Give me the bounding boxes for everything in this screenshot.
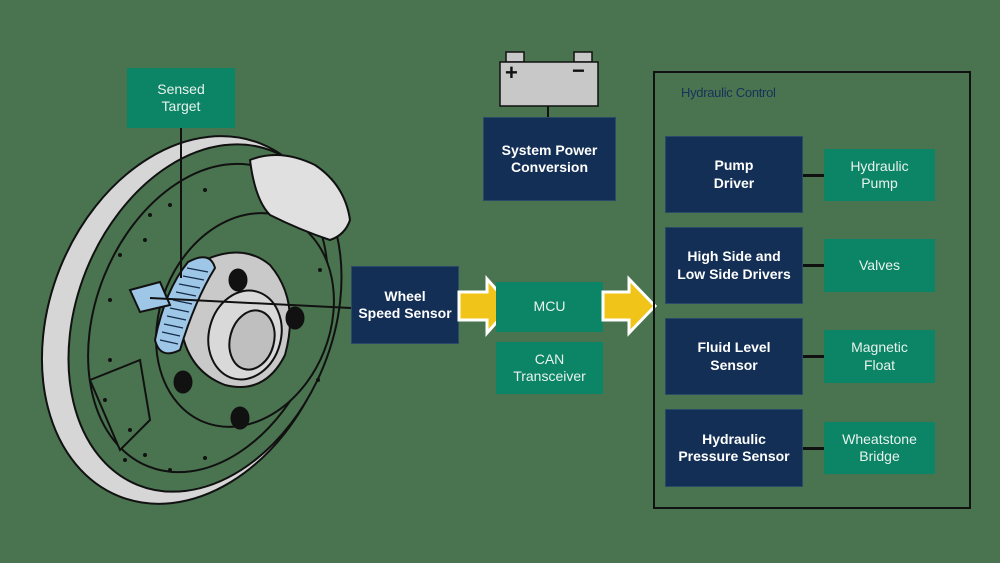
wheel-stud: [230, 406, 250, 430]
wheel-stud: [173, 370, 193, 394]
hydraulic-pressure-sensor-text: Hydraulic Pressure Sensor: [678, 430, 790, 465]
hydraulic-pump-block: Hydraulic Pump: [824, 149, 935, 201]
wheatstone-bridge-text: Wheatstone Bridge: [842, 430, 917, 465]
connector-line: [803, 447, 824, 450]
wheel-speed-sensor-text: Wheel Speed Sensor: [358, 287, 452, 322]
high-low-side-drivers-block: High Side and Low Side Drivers: [665, 227, 803, 304]
wheel-stud: [285, 306, 305, 330]
valves-text: Valves: [859, 256, 900, 273]
wheel-speed-sensor-leader: [149, 297, 352, 309]
splash-shield: [88, 358, 152, 452]
sensed-target-text: Sensed Target: [157, 80, 205, 115]
valves-block: Valves: [824, 239, 935, 292]
hub-bore: [228, 309, 276, 371]
can-transceiver-text: CAN Transceiver: [513, 350, 586, 385]
can-transceiver-block: CAN Transceiver: [496, 342, 603, 394]
connector-line: [803, 264, 824, 267]
high-low-side-drivers-text: High Side and Low Side Drivers: [677, 248, 791, 282]
connector-line: [803, 174, 824, 177]
hydraulic-pump-text: Hydraulic Pump: [850, 157, 909, 192]
mcu-block: MCU: [496, 282, 603, 332]
wheel-stud: [228, 268, 248, 292]
battery-negative-terminal: −: [572, 58, 585, 83]
flow-arrow-mcu-to-hydraulic: [601, 275, 658, 337]
hydraulic-control-frame: [653, 71, 971, 509]
connector-line: [803, 355, 824, 358]
pump-driver-text: Pump Driver: [713, 157, 755, 191]
magnetic-float-text: Magnetic Float: [851, 339, 908, 373]
fluid-level-sensor-block: Fluid Level Sensor: [665, 318, 803, 395]
system-power-conversion-block: System Power Conversion: [483, 117, 616, 201]
sensor-head: [128, 280, 172, 314]
mcu-text: MCU: [533, 298, 566, 315]
system-power-conversion-text: System Power Conversion: [501, 141, 598, 176]
hydraulic-control-title: Hydraulic Control: [681, 85, 776, 100]
sensed-target-label: Sensed Target: [127, 68, 235, 128]
wheel-speed-sensor-block: Wheel Speed Sensor: [351, 266, 459, 344]
fluid-level-sensor-text: Fluid Level Sensor: [697, 339, 771, 373]
pump-driver-block: Pump Driver: [665, 136, 803, 213]
magnetic-float-block: Magnetic Float: [824, 330, 935, 383]
hydraulic-pressure-sensor-block: Hydraulic Pressure Sensor: [665, 409, 803, 487]
wheatstone-bridge-block: Wheatstone Bridge: [824, 422, 935, 474]
battery-icon: [499, 51, 599, 118]
brake-caliper: [248, 154, 352, 242]
battery-positive-terminal: +: [505, 60, 518, 85]
